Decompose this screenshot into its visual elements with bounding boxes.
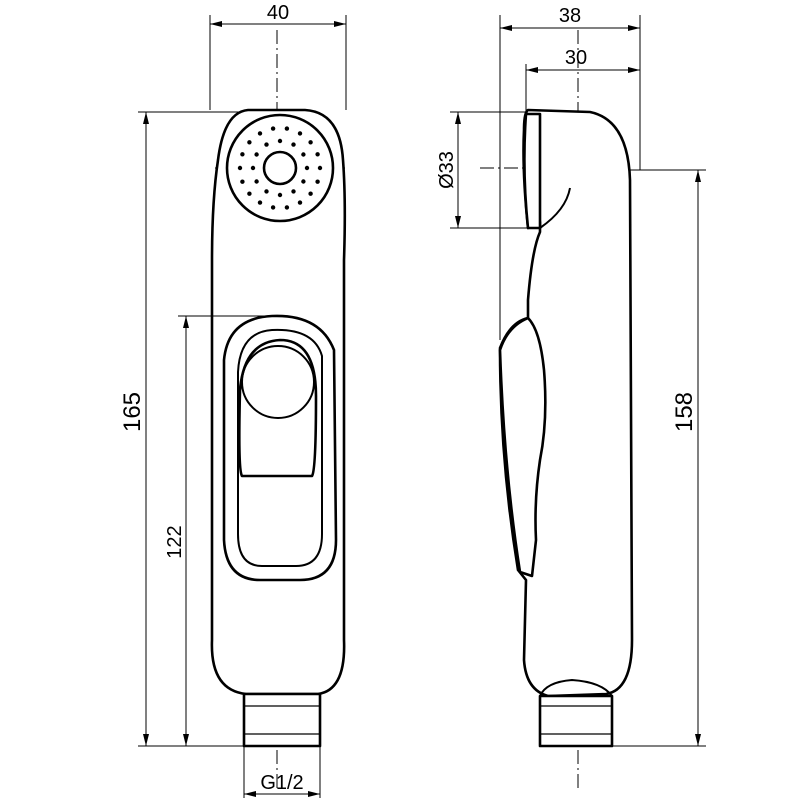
spray-hole <box>291 142 296 147</box>
spray-hole <box>291 189 296 194</box>
spray-hole <box>264 189 269 194</box>
side-thread-connector <box>538 694 614 748</box>
width-label: 40 <box>267 2 289 24</box>
spray-hole <box>304 165 310 171</box>
spray-hole <box>254 179 259 184</box>
thread-connector <box>242 692 322 748</box>
side-nozzle-cap <box>523 112 542 230</box>
dim-arrow <box>628 67 640 73</box>
spray-hole <box>315 179 320 184</box>
spray-hole <box>240 179 245 184</box>
spray-hole <box>284 205 290 210</box>
spray-hole <box>270 205 276 210</box>
dim-arrow <box>455 216 461 228</box>
head-depth-label: 30 <box>565 47 587 69</box>
side-base-curve <box>539 678 613 697</box>
spray-hole <box>254 152 259 157</box>
spray-hole <box>301 152 306 157</box>
dim-arrow <box>244 791 256 797</box>
spray-hole <box>297 131 303 136</box>
dim-arrow <box>183 734 189 746</box>
depth-label: 38 <box>559 5 581 27</box>
spray-hole <box>257 200 263 205</box>
dim-arrow <box>455 112 461 124</box>
spray-hole <box>308 140 313 145</box>
dim-arrow <box>143 734 149 746</box>
dim-arrow <box>500 25 512 31</box>
nozzle-center-hole <box>262 150 298 186</box>
dim-arrow <box>308 791 320 797</box>
spray-hole <box>277 192 283 198</box>
body-height-label: 158 <box>671 392 698 432</box>
dim-arrow <box>695 170 701 182</box>
dim-arrow <box>183 316 189 328</box>
trigger-height-label: 122 <box>164 525 186 558</box>
spray-hole <box>270 126 276 131</box>
dim-arrow <box>628 25 640 31</box>
dim-arrow <box>695 734 701 746</box>
spray-hole <box>237 165 243 171</box>
trigger-pivot <box>241 345 315 419</box>
side-trigger <box>498 316 547 578</box>
overall-height-label: 165 <box>119 392 146 432</box>
trigger-lever <box>238 338 318 478</box>
side-nozzle-curve <box>539 187 571 229</box>
spray-hole <box>247 140 252 145</box>
front-view: 40 165 122 G1/2 <box>119 2 347 798</box>
spray-hole <box>250 165 256 171</box>
dim-arrow <box>334 21 346 27</box>
spray-holes <box>237 126 323 210</box>
dim-arrow <box>526 67 538 73</box>
trigger-frame <box>237 328 323 567</box>
spray-hole <box>257 131 263 136</box>
spray-hole <box>301 179 306 184</box>
side-view: 38 30 Ø33 158 <box>436 5 706 790</box>
spray-hole <box>315 152 320 157</box>
spray-hole <box>240 152 245 157</box>
spray-hole <box>277 138 283 144</box>
spray-hole <box>264 142 269 147</box>
dim-arrow <box>143 112 149 124</box>
spray-hole <box>308 191 313 196</box>
spray-hole <box>247 191 252 196</box>
dim-arrow <box>210 21 222 27</box>
spray-hole <box>284 126 290 131</box>
spray-hole <box>297 200 303 205</box>
thread-label: G1/2 <box>260 772 303 794</box>
spray-hole <box>317 165 323 171</box>
head-diameter-label: Ø33 <box>436 151 458 189</box>
